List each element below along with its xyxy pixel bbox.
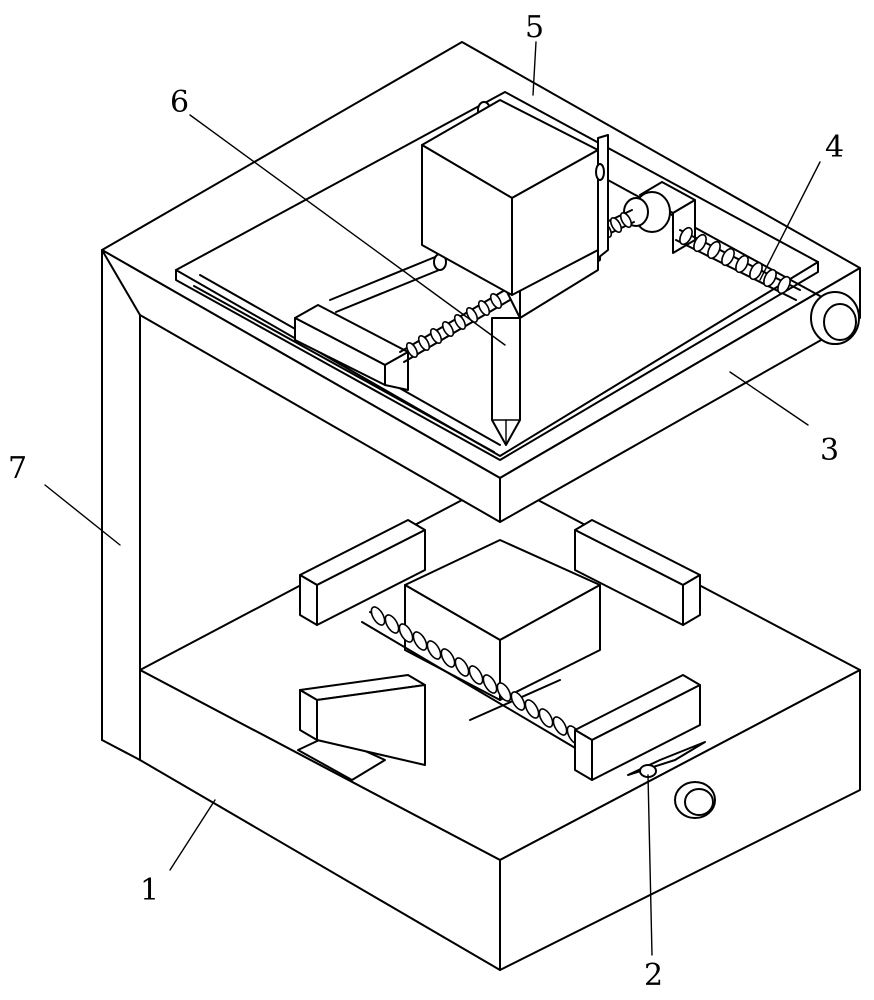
right-screw-coils (679, 226, 791, 295)
label-knob-bottom: 2 (644, 958, 663, 993)
motor-carriage (421, 99, 609, 446)
label-screw-right: 4 (825, 130, 844, 165)
label-base: 1 (140, 873, 159, 908)
left-screw-coils (405, 292, 503, 359)
label-motor-box: 5 (525, 10, 544, 45)
cross-screw-coils (370, 606, 582, 745)
leader-lines (44, 41, 821, 956)
left-guide (193, 253, 511, 453)
label-probe: 6 (170, 85, 189, 120)
label-top-frame: 3 (820, 433, 839, 468)
column (101, 249, 141, 761)
label-column: 7 (8, 451, 27, 486)
clamp-assembly (297, 519, 716, 819)
